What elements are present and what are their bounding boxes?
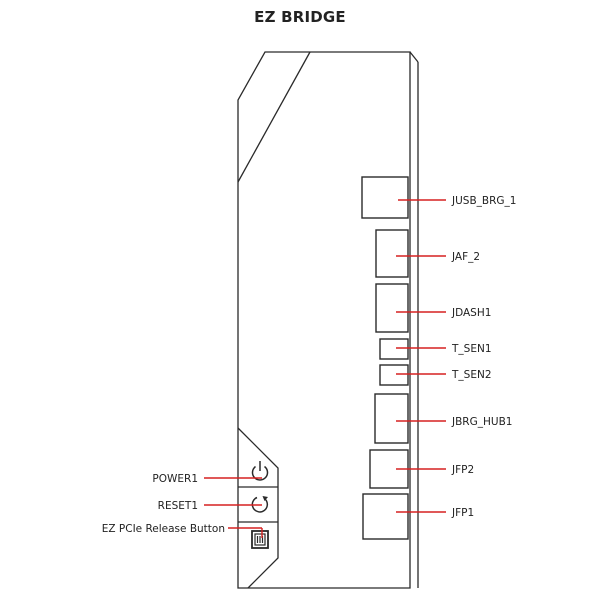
label-jfp2: JFP2 xyxy=(451,464,474,476)
connector-t-sen1 xyxy=(379,338,409,360)
label-ez-pcie-release: EZ PCIe Release Button xyxy=(102,523,225,535)
pcie-release-icon xyxy=(251,530,269,549)
label-reset1: RESET1 xyxy=(158,500,198,512)
board-outline xyxy=(237,51,419,589)
diagram-title: EZ BRIDGE xyxy=(254,8,346,26)
connector-jbrg-hub1 xyxy=(374,393,409,444)
connector-jaf-2 xyxy=(375,229,409,278)
connector-callouts: JUSB_BRG_1 JAF_2 JDASH1 T_SEN1 T_SEN2 JB… xyxy=(396,195,516,519)
label-jaf-2: JAF_2 xyxy=(451,251,480,263)
connector-jusb-brg-1 xyxy=(361,176,409,219)
button-callouts: POWER1 RESET1 EZ PCIe Release Button xyxy=(102,473,263,538)
label-power1: POWER1 xyxy=(152,473,198,485)
connector-jdash1 xyxy=(375,283,409,333)
label-t-sen1: T_SEN1 xyxy=(451,343,492,355)
label-jdash1: JDASH1 xyxy=(451,307,491,319)
reset-icon xyxy=(251,496,269,513)
connector-t-sen2 xyxy=(379,364,409,386)
label-jfp1: JFP1 xyxy=(451,507,474,519)
label-jusb-brg-1: JUSB_BRG_1 xyxy=(451,195,516,207)
power-icon xyxy=(251,461,269,481)
label-jbrg-hub1: JBRG_HUB1 xyxy=(451,416,512,428)
connector-jfp1 xyxy=(362,493,409,540)
connector-blocks xyxy=(361,176,409,540)
label-t-sen2: T_SEN2 xyxy=(451,369,492,381)
